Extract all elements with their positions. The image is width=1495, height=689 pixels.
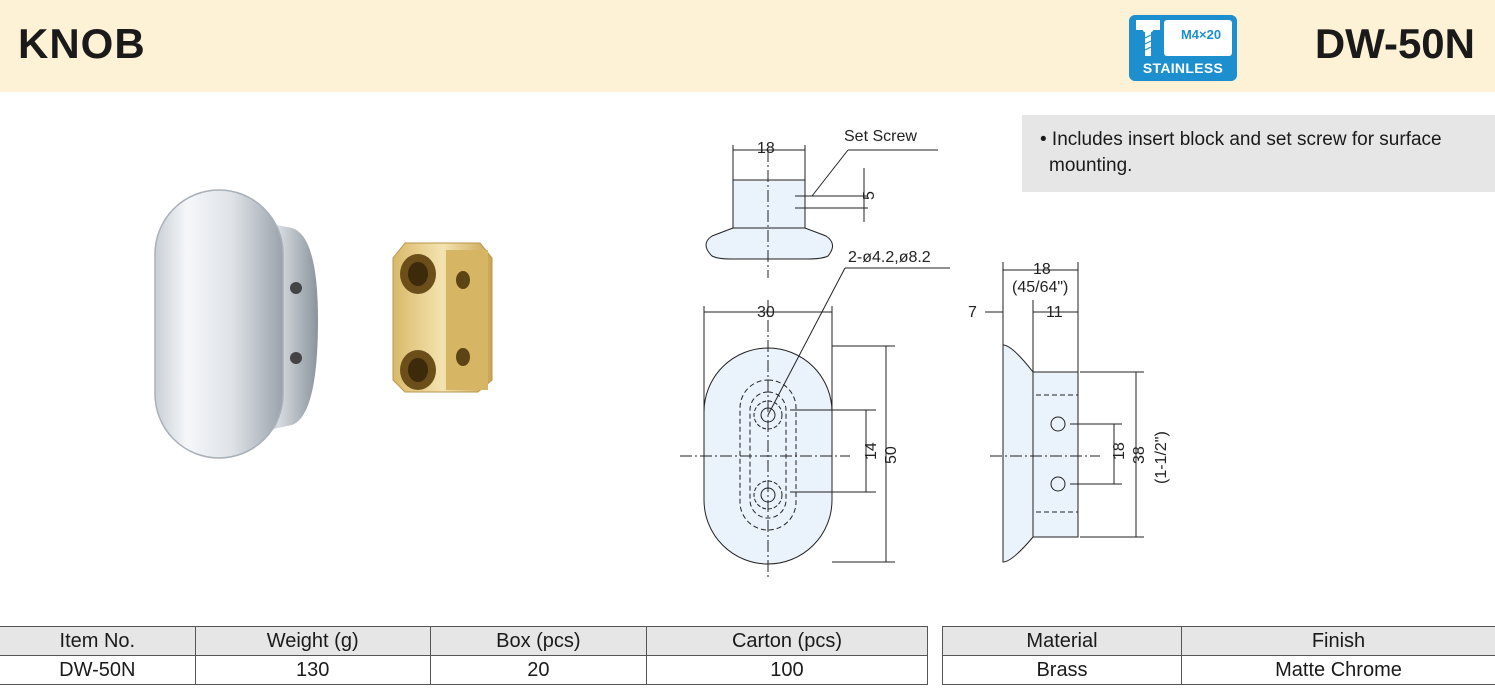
table-row: DW-50N 130 20 100	[0, 655, 929, 685]
table-row: Brass Matte Chrome	[942, 655, 1495, 685]
dim-front-height: 50	[883, 446, 900, 464]
cell-weight: 130	[194, 655, 431, 685]
cell-item-no: DW-50N	[0, 655, 196, 685]
label-set-screw: Set Screw	[844, 128, 917, 145]
dim-side-offset: 7	[968, 304, 977, 321]
knob-screw-hole-icon	[290, 352, 302, 364]
dim-top-width: 18	[757, 140, 775, 157]
cell-finish: Matte Chrome	[1181, 655, 1495, 685]
cell-carton: 100	[645, 655, 929, 685]
dim-side-width: 18	[1033, 261, 1051, 278]
page-title: KNOB	[18, 20, 146, 67]
header-band	[0, 0, 1495, 92]
technical-drawing: 18 Set Screw 5 2-ø4.2,ø8.2 30 14 50 18 (…	[680, 128, 1170, 580]
material-table: Material Finish Brass Matte Chrome	[942, 626, 1495, 685]
stainless-screw-badge	[1129, 15, 1237, 81]
knob-face	[154, 189, 284, 459]
dim-side-hole-pitch: 18	[1111, 442, 1128, 460]
col-item-no: Item No.	[0, 626, 196, 656]
note-text: • Includes insert block and set screw fo…	[1040, 129, 1442, 176]
badge-screw-size: M4×20	[1180, 27, 1222, 42]
col-carton: Carton (pcs)	[645, 626, 929, 656]
insert-side-hole-icon	[456, 271, 470, 289]
model-number: DW-50N	[1314, 20, 1475, 67]
insert-side-hole-icon	[456, 348, 470, 366]
col-material: Material	[942, 626, 1182, 656]
dim-front-width: 30	[757, 304, 775, 321]
col-box: Box (pcs)	[429, 626, 647, 656]
dim-side-height-inch: (1-1/2")	[1153, 431, 1170, 484]
col-finish: Finish	[1181, 626, 1495, 656]
dim-front-hole-pitch: 14	[863, 442, 880, 460]
col-weight: Weight (g)	[194, 626, 431, 656]
knob-screw-hole-icon	[290, 282, 302, 294]
dim-top-height: 5	[861, 191, 878, 200]
dim-side-width-inch: (45/64")	[1012, 279, 1068, 296]
spec-table: Item No. Weight (g) Box (pcs) Carton (pc…	[0, 626, 929, 685]
badge-stainless-label: STAINLESS	[1142, 60, 1224, 76]
cell-material: Brass	[942, 655, 1182, 685]
dim-side-height: 38	[1131, 446, 1148, 464]
table-header-row: Item No. Weight (g) Box (pcs) Carton (pc…	[0, 626, 929, 656]
label-hole-spec: 2-ø4.2,ø8.2	[848, 249, 931, 266]
note-box: • Includes insert block and set screw fo…	[1022, 115, 1495, 192]
product-photo	[154, 189, 493, 459]
cell-box: 20	[429, 655, 647, 685]
table-header-row: Material Finish	[942, 626, 1495, 656]
dim-side-depth: 11	[1046, 304, 1063, 321]
